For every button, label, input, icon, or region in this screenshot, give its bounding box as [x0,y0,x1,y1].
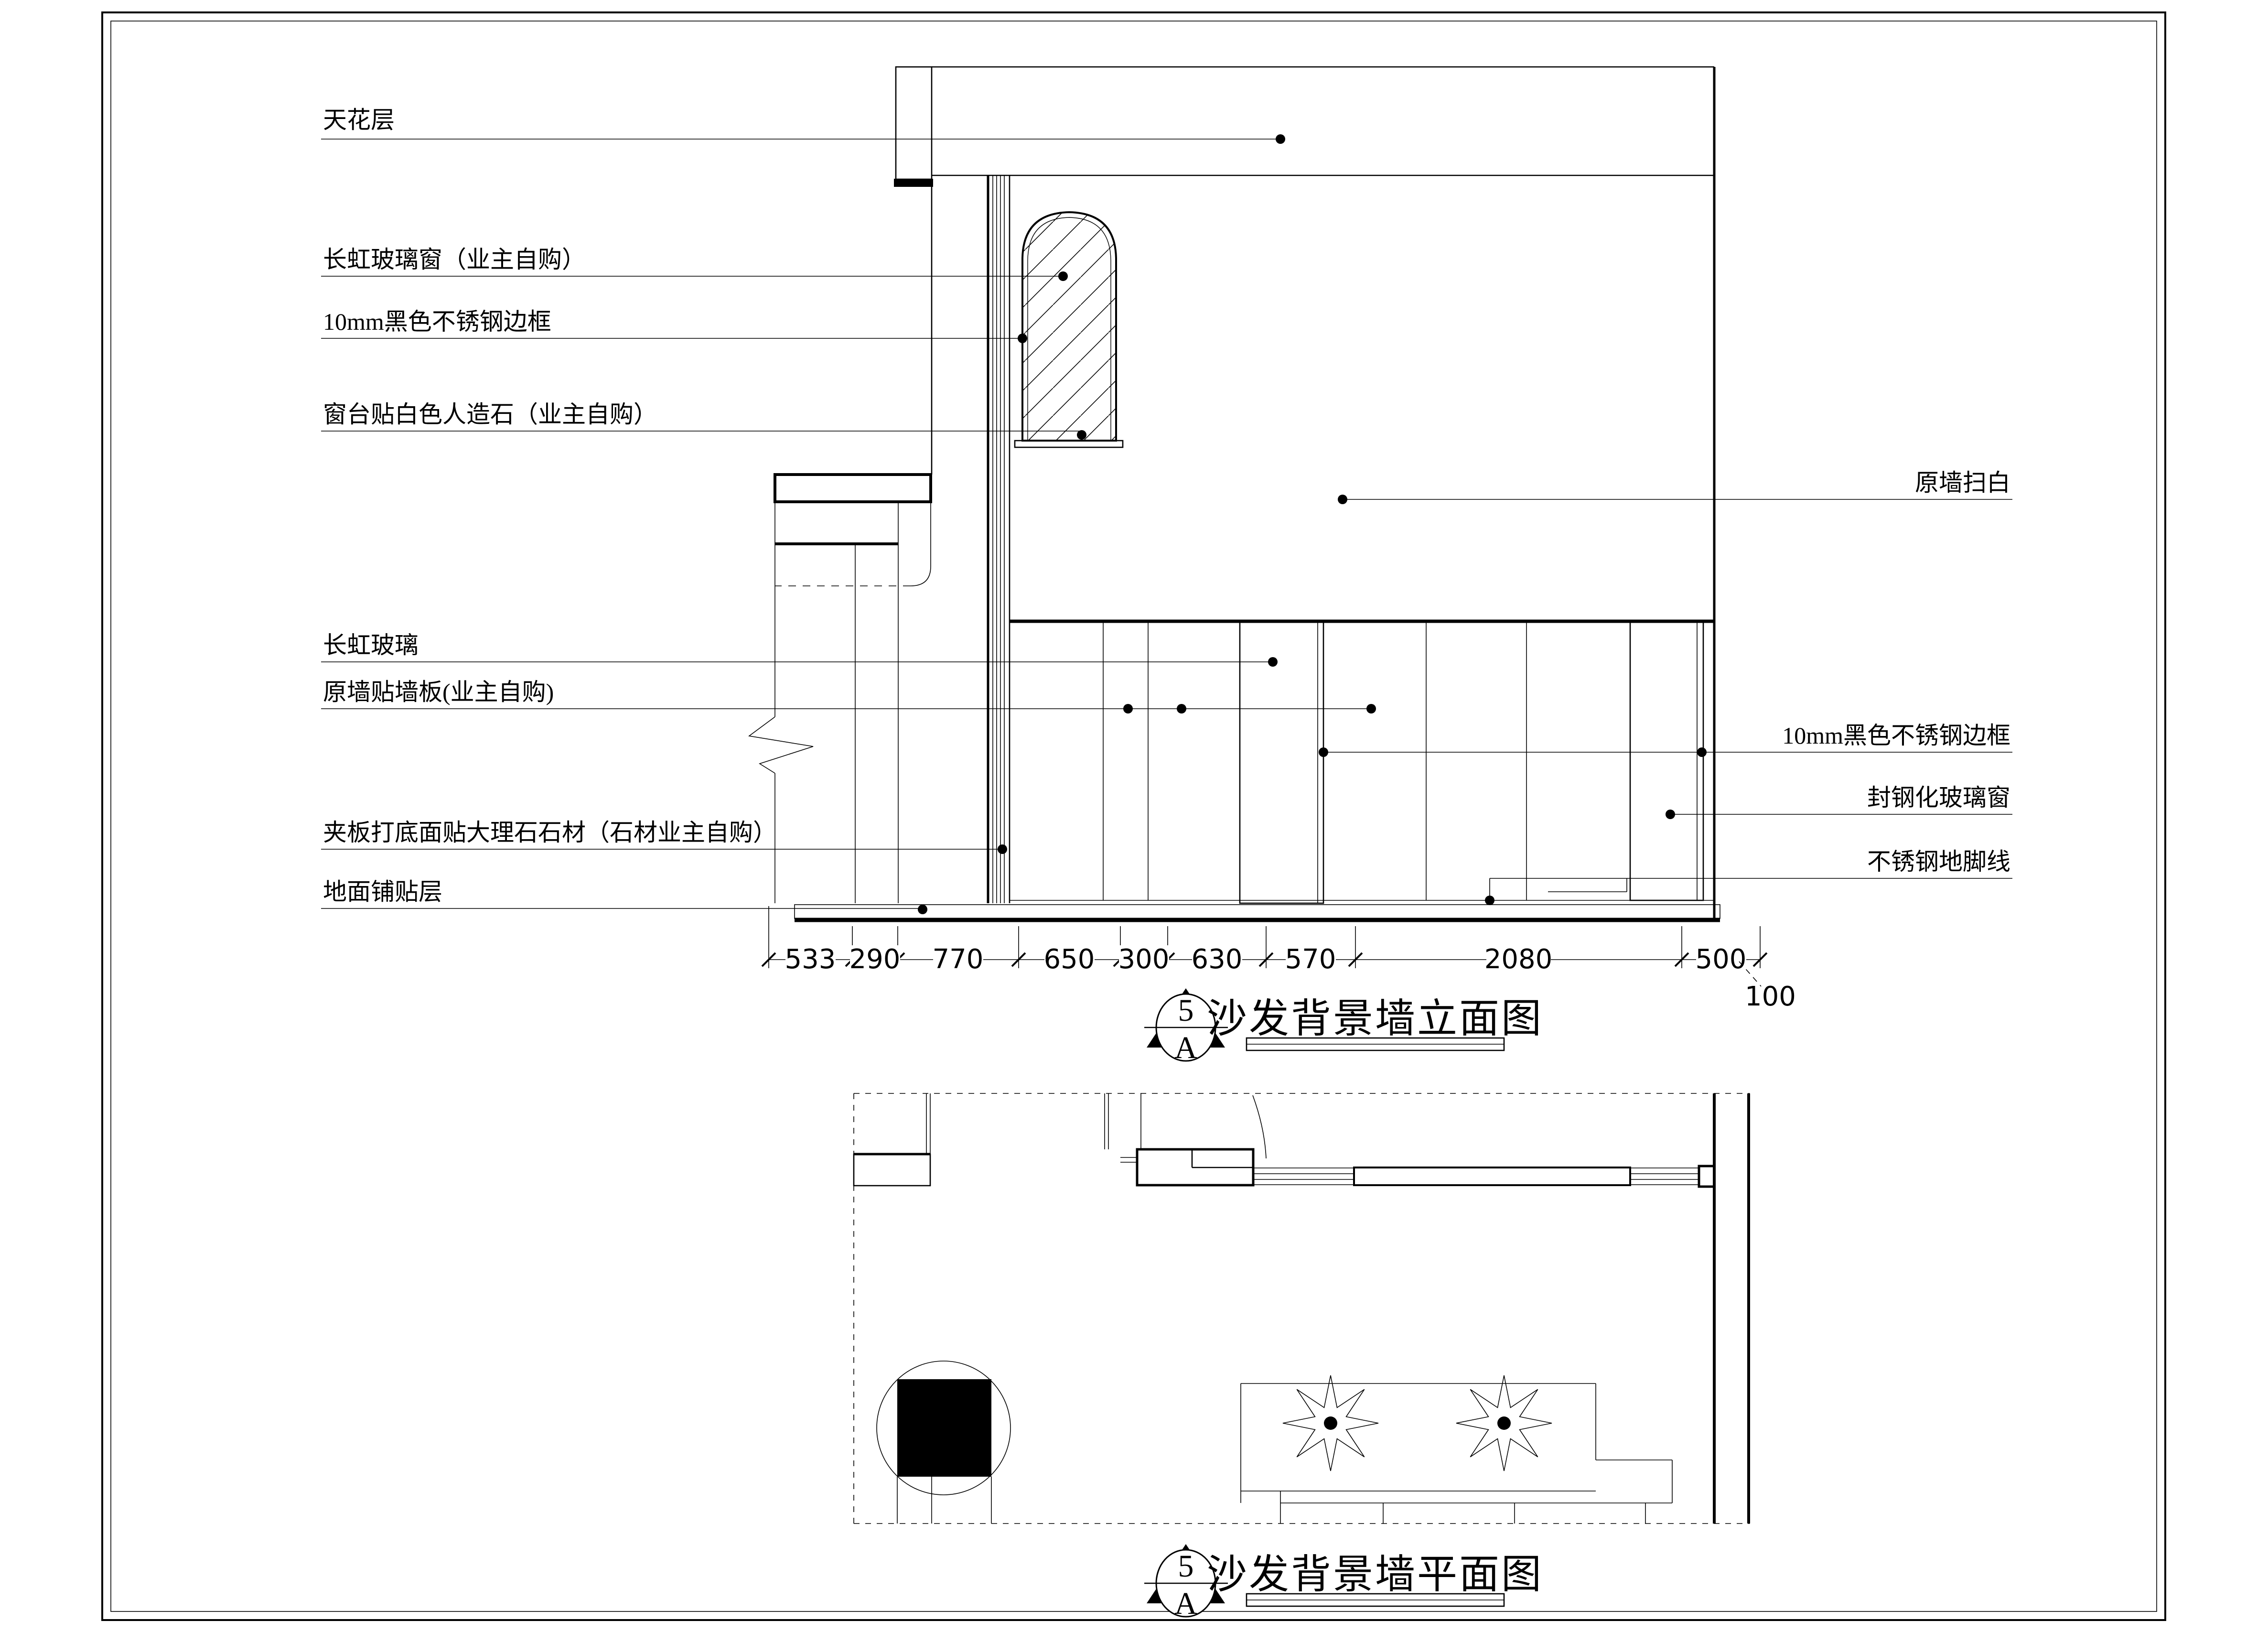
label-original-wall-white: 原墙扫白 [1915,469,2010,496]
door-swing-arc [1252,1095,1267,1159]
leader-original-wall-white: 原墙扫白 [1338,469,2012,504]
leader-changhong-glass: 长虹玻璃 [321,632,1278,667]
elevation-view: 天花层 长虹玻璃窗（业主自购） 10mm黑色不锈钢边框 窗台贴白色人造石（业主自… [321,66,2012,1065]
dim-value: 2080 [1484,944,1553,975]
window-frame [1353,1167,1631,1186]
dim-value: 500 [1696,944,1747,975]
dim-value: 770 [933,944,984,975]
leader-wall-board: 原墙贴墙板(业主自购) [321,679,1376,713]
dim-value: 650 [1044,944,1095,975]
marker-letter: A [1174,1586,1197,1621]
plan-title: 沙发背景墙平面图 [1207,1553,1543,1597]
leader-dot [1276,134,1285,144]
marker-number: 5 [1178,1549,1194,1584]
floor-band [794,904,1720,922]
wainscot-panels [1010,619,1714,904]
ceiling-band [894,66,1716,920]
leader-dot [1268,657,1278,667]
sill-section [748,473,932,903]
plan-view: 5 A 沙发背景墙平面图 [853,1093,1750,1621]
label-black-steel-frame-2: 10mm黑色不锈钢边框 [1782,722,2010,749]
plan-title-block: 5 A 沙发背景墙平面图 [1144,1544,1543,1621]
plan-wall-block [853,1093,931,1187]
plan-right-wall [1713,1093,1750,1524]
leader-dot [1666,810,1675,819]
leader-dot [1366,704,1376,713]
label-plywood-marble: 夹板打底面贴大理石石材（石材业主自购） [323,819,777,846]
sheet-border [101,11,2166,1621]
label-wall-board: 原墙贴墙板(业主自购) [323,679,554,705]
leader-dot [998,844,1007,854]
dim-value: 630 [1192,944,1243,975]
plywood-column [987,175,1010,903]
leader-changhong-glass-window: 长虹玻璃窗（业主自购） [321,246,1068,281]
elevation-title-block: 5 A 沙发背景墙立面图 [1144,988,1543,1065]
leader-windowsill-stone: 窗台贴白色人造石（业主自购） [321,401,1086,440]
title-rule [1246,1593,1505,1607]
extension-lines [768,906,1761,968]
dim-value: 570 [1285,944,1336,975]
plan-side-table [876,1361,1011,1524]
dim-value: 533 [785,944,836,975]
plan-door-window [1104,1093,1716,1188]
arched-window [1014,211,1124,448]
label-changhong-glass-window: 长虹玻璃窗（业主自购） [323,246,586,273]
offset-dim-value: 100 [1745,981,1796,1012]
label-stainless-skirting: 不锈钢地脚线 [1867,848,2010,875]
window-end-block [1698,1165,1716,1188]
leader-dot [1018,334,1027,343]
leader-floor-finish: 地面铺贴层 [321,878,927,914]
leader-black-steel-frame-2: 10mm黑色不锈钢边框 [1319,722,2012,757]
leader-dot [1697,747,1707,757]
leader-tempered-glass: 封钢化玻璃窗 [1666,784,2012,819]
dimension-values: 533 290 770 650 300 630 570 2080 500 [785,944,1747,975]
leader-dot [1058,271,1068,281]
plan-plant-1 [1282,1375,1379,1471]
plan-sofa [1240,1383,1673,1524]
leader-dot [1338,495,1347,504]
window-sill-plate [1014,440,1124,448]
dim-value: 300 [1118,944,1170,975]
leader-dot [918,905,927,914]
leader-black-steel-frame: 10mm黑色不锈钢边框 [321,308,1027,343]
leader-dot [1485,896,1494,905]
elevation-title: 沙发背景墙立面图 [1207,997,1543,1041]
glass-lines [1253,1167,1699,1185]
label-changhong-glass: 长虹玻璃 [323,632,419,659]
label-ceiling-layer: 天花层 [323,107,395,133]
column-block [897,1379,991,1477]
title-rule [1246,1037,1505,1051]
label-windowsill-stone: 窗台贴白色人造石（业主自购） [323,401,657,428]
dimension-chain: 533 290 770 650 300 630 570 2080 500 100 [761,906,1796,1012]
leader-dot [1077,430,1086,440]
marker-number: 5 [1178,993,1194,1028]
leader-dot [1319,747,1328,757]
leader-ceiling-layer: 天花层 [321,107,1285,144]
section-marker-icon: 5 A [1144,988,1228,1065]
glass-strip-1 [1239,620,1324,904]
skirting-detail [1489,878,1627,900]
leader-plywood-marble: 夹板打底面贴大理石石材（石材业主自购） [321,819,1007,854]
label-black-steel-frame: 10mm黑色不锈钢边框 [323,308,551,335]
dim-value: 290 [849,944,901,975]
offset-dimension: 100 [1739,961,1796,1012]
marker-letter: A [1174,1030,1197,1065]
leader-dot [1123,704,1133,713]
leader-stainless-skirting: 不锈钢地脚线 [1485,848,2012,905]
break-line-icon [748,716,814,774]
glass-strip-2 [1629,620,1704,901]
label-tempered-glass: 封钢化玻璃窗 [1867,784,2010,811]
leader-dot [1177,704,1186,713]
section-marker-icon: 5 A [1144,1544,1228,1621]
plan-plant-2 [1456,1375,1552,1471]
label-floor-finish: 地面铺贴层 [323,878,442,905]
